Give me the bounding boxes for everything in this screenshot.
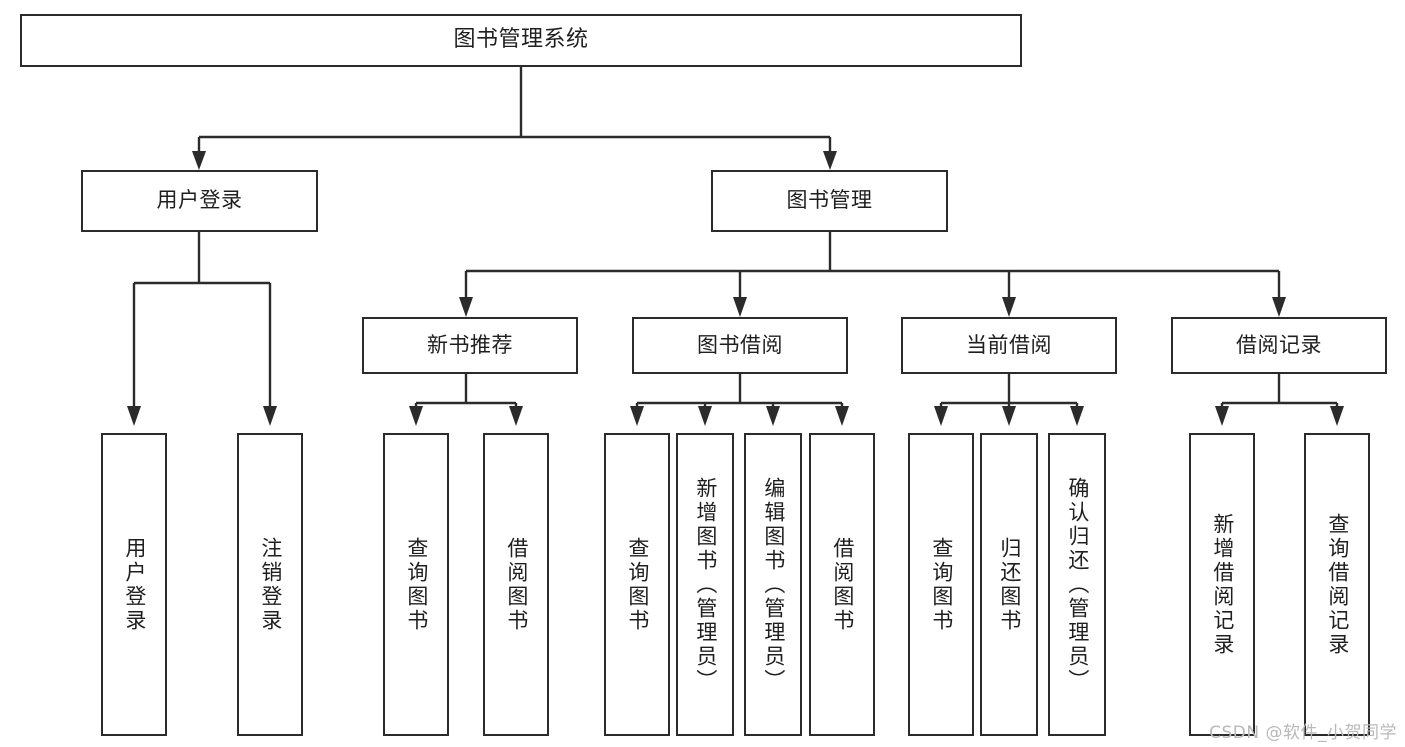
- node-leaf-add-record[interactable]: 新增借阅记录: [1189, 433, 1255, 736]
- node-leaf-query-book-1-label: 查询图书: [404, 536, 429, 633]
- node-leaf-user-login[interactable]: 用户登录: [101, 433, 167, 736]
- node-user-login[interactable]: 用户登录: [81, 170, 318, 232]
- node-root-label: 图书管理系统: [453, 27, 589, 53]
- csdn-watermark: CSDN @软件_小贺同学: [1209, 723, 1397, 743]
- node-leaf-borrow-book-2-label: 借阅图书: [830, 536, 855, 633]
- node-leaf-borrow-book-1-label: 借阅图书: [504, 536, 529, 633]
- node-current-borrow[interactable]: 当前借阅: [901, 317, 1117, 374]
- node-leaf-add-book[interactable]: 新增图书（管理员）: [676, 433, 734, 736]
- node-leaf-query-book-2[interactable]: 查询图书: [604, 433, 670, 736]
- node-borrow-record[interactable]: 借阅记录: [1171, 317, 1387, 374]
- node-leaf-query-record-label: 查询借阅记录: [1325, 512, 1350, 657]
- node-leaf-return-book[interactable]: 归还图书: [980, 433, 1038, 736]
- node-book-borrow-label: 图书借阅: [697, 332, 783, 357]
- node-book-management[interactable]: 图书管理: [711, 170, 948, 232]
- node-root[interactable]: 图书管理系统: [20, 14, 1022, 67]
- node-book-management-label: 图书管理: [786, 188, 873, 213]
- node-leaf-user-login-label: 用户登录: [122, 536, 147, 633]
- node-leaf-query-book-1[interactable]: 查询图书: [383, 433, 449, 736]
- node-leaf-add-book-label: 新增图书（管理员）: [693, 476, 718, 693]
- node-leaf-logout-label: 注销登录: [258, 536, 283, 633]
- node-leaf-confirm-return[interactable]: 确认归还（管理员）: [1048, 433, 1106, 736]
- node-new-book-recommend[interactable]: 新书推荐: [362, 317, 578, 374]
- node-leaf-confirm-return-label: 确认归还（管理员）: [1065, 476, 1090, 693]
- node-current-borrow-label: 当前借阅: [966, 332, 1052, 357]
- node-leaf-edit-book-label: 编辑图书（管理员）: [761, 476, 786, 693]
- node-new-book-recommend-label: 新书推荐: [427, 332, 513, 357]
- node-leaf-query-book-2-label: 查询图书: [625, 536, 650, 633]
- node-leaf-query-book-3[interactable]: 查询图书: [908, 433, 974, 736]
- node-borrow-record-label: 借阅记录: [1236, 332, 1322, 357]
- node-leaf-add-record-label: 新增借阅记录: [1210, 512, 1235, 657]
- node-leaf-query-record[interactable]: 查询借阅记录: [1304, 433, 1370, 736]
- node-leaf-logout[interactable]: 注销登录: [237, 433, 303, 736]
- node-leaf-return-book-label: 归还图书: [997, 536, 1022, 633]
- node-leaf-edit-book[interactable]: 编辑图书（管理员）: [744, 433, 802, 736]
- node-leaf-borrow-book-2[interactable]: 借阅图书: [809, 433, 875, 736]
- node-leaf-query-book-3-label: 查询图书: [929, 536, 954, 633]
- node-leaf-borrow-book-1[interactable]: 借阅图书: [483, 433, 549, 736]
- node-user-login-label: 用户登录: [156, 188, 243, 213]
- node-book-borrow[interactable]: 图书借阅: [632, 317, 848, 374]
